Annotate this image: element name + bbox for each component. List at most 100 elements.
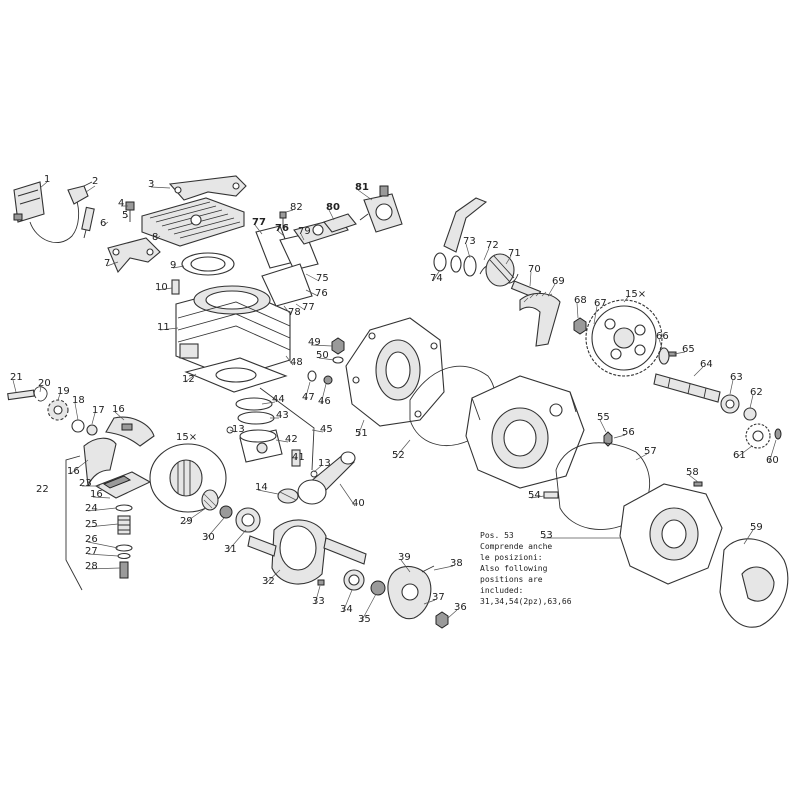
- spark-plug: [81, 206, 95, 239]
- position-53-note: Pos. 53 Comprende anche le posizioni: Al…: [480, 531, 572, 606]
- callout-39: 39: [398, 552, 411, 563]
- callout-4: 4: [118, 198, 124, 209]
- oil-seal-62: [743, 407, 757, 421]
- callout-31: 31: [224, 544, 237, 555]
- callout-16b: 16: [67, 466, 80, 477]
- callout-16a: 16: [112, 404, 125, 415]
- callout-52: 52: [392, 450, 405, 461]
- callout-24: 24: [85, 503, 98, 514]
- circlip: [226, 426, 318, 478]
- callout-55: 55: [597, 412, 610, 423]
- callout-56: 56: [622, 427, 635, 438]
- callout-64: 64: [700, 359, 713, 370]
- clutch-stack: [115, 504, 133, 579]
- bearing-63: [720, 394, 740, 414]
- clutch-clip: [33, 386, 48, 402]
- clutch-shoe-top: [105, 416, 155, 447]
- primary-gear: [585, 299, 663, 377]
- magneto-stator: [387, 565, 435, 620]
- callout-76b: 76: [315, 288, 328, 299]
- callout-10: 10: [155, 282, 168, 293]
- bearing-30: [219, 505, 233, 519]
- note-line-3: le posizioni:: [480, 553, 543, 562]
- cylinder: [175, 285, 291, 379]
- note-line-2: Comprende anche: [480, 542, 552, 551]
- clutch-shoe-bottom: [94, 471, 152, 499]
- callout-45: 45: [320, 424, 333, 435]
- note-line-5: positions are: [480, 575, 543, 584]
- callout-42: 42: [285, 434, 298, 445]
- callout-29: 29: [180, 516, 193, 527]
- callout-21: 21: [10, 372, 23, 383]
- callout-18: 18: [72, 395, 85, 406]
- callout-26: 26: [85, 534, 98, 545]
- callout-58: 58: [686, 467, 699, 478]
- callout-74: 74: [430, 273, 443, 284]
- callout-80: 80: [326, 202, 340, 213]
- callout-35: 35: [358, 614, 371, 625]
- needle-bearing-14: [277, 488, 299, 504]
- callout-43: 43: [276, 410, 289, 421]
- callout-32: 32: [262, 576, 275, 587]
- nut-68: [573, 317, 587, 335]
- callout-70: 70: [528, 264, 541, 275]
- head-gasket: [181, 252, 235, 276]
- oil-seal-35: [370, 580, 386, 596]
- clutch-pin: [7, 389, 35, 401]
- ignition-coil: [13, 181, 80, 243]
- dowel-58: [693, 481, 703, 487]
- callout-13a: 13: [232, 424, 245, 435]
- kick-spring-parts: [433, 252, 477, 277]
- kick-lever: [443, 197, 488, 253]
- sprocket: [745, 423, 771, 449]
- callout-27: 27: [85, 546, 98, 557]
- leader-lines: [12, 181, 777, 623]
- callout-22: 22: [36, 484, 49, 495]
- callout-50: 50: [316, 350, 329, 361]
- callout-66: 66: [656, 331, 669, 342]
- callout-77a: 77: [252, 217, 266, 228]
- callout-15a: 15×: [176, 432, 197, 443]
- left-crankcase: [619, 483, 723, 585]
- callout-17: 17: [92, 405, 105, 416]
- callout-37: 37: [432, 592, 445, 603]
- side-cover: [719, 538, 789, 628]
- callout-63: 63: [730, 372, 743, 383]
- callout-23: 23: [79, 478, 92, 489]
- callout-13b: 13: [318, 458, 331, 469]
- piston-pin: [291, 449, 301, 467]
- spark-plug-cap: [67, 181, 93, 205]
- carburetor-adapter: [323, 213, 357, 233]
- callout-5: 5: [122, 210, 128, 221]
- callout-28: 28: [85, 561, 98, 572]
- note-line-4: Also following: [480, 564, 548, 573]
- woodruff-key: [317, 579, 325, 586]
- callout-14: 14: [255, 482, 268, 493]
- callout-76a: 76: [275, 223, 289, 234]
- callout-79: 79: [298, 226, 311, 237]
- right-crankcase: [465, 375, 585, 489]
- nut-36: [435, 611, 449, 629]
- bracket-45: [259, 387, 315, 471]
- kick-gear-segment: [519, 291, 561, 347]
- reed-valve-plate: [255, 225, 319, 307]
- callout-47: 47: [302, 392, 315, 403]
- clutch-spider: [47, 399, 69, 421]
- callout-77b: 77: [302, 302, 315, 313]
- note-line-7: 31,34,54(2pz),63,66: [480, 597, 572, 606]
- callout-12: 12: [182, 374, 195, 385]
- callout-11: 11: [157, 322, 170, 333]
- callout-7: 7: [104, 258, 110, 269]
- callout-57: 57: [644, 446, 657, 457]
- callout-44: 44: [272, 394, 285, 405]
- callout-2: 2: [92, 176, 98, 187]
- callout-25: 25: [85, 519, 98, 530]
- callout-68: 68: [574, 295, 587, 306]
- connecting-rod: [297, 451, 356, 505]
- callout-67: 67: [594, 298, 607, 309]
- clutch-shoe-left: [83, 437, 117, 487]
- bearing-31: [235, 507, 261, 533]
